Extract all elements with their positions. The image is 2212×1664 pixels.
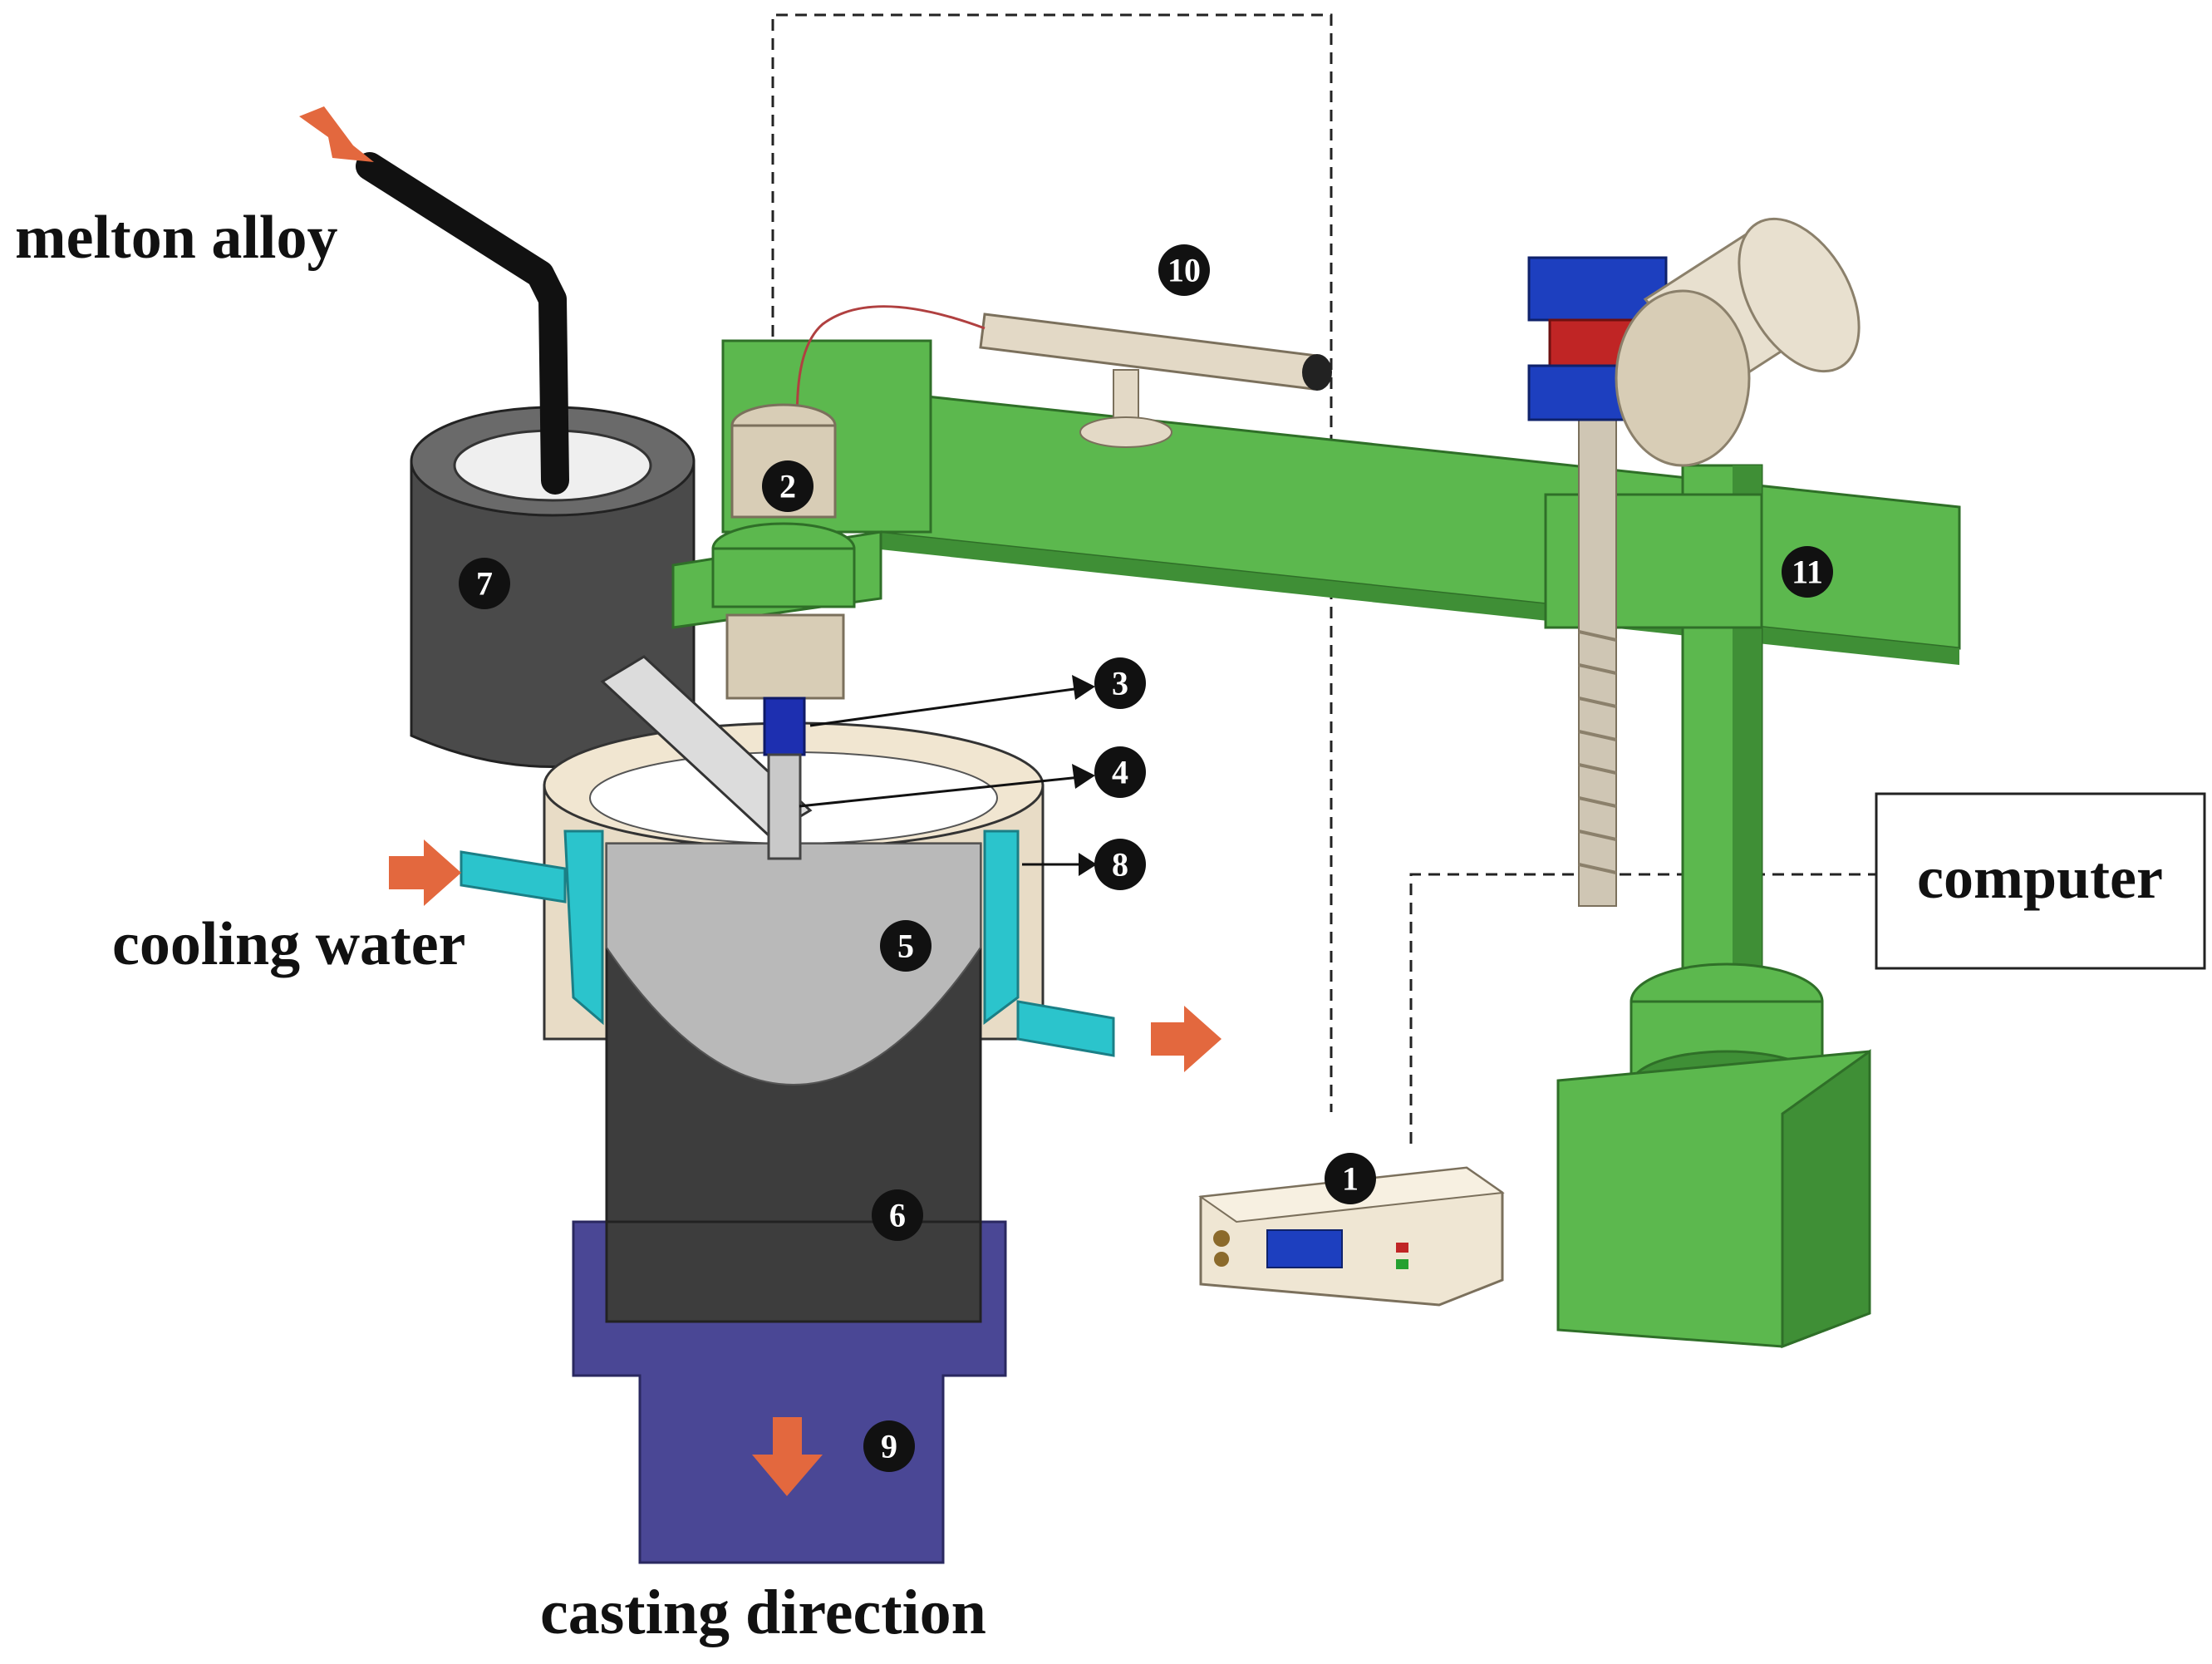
arrow-right-icon — [299, 106, 374, 162]
wire-thermocouple-to-controller — [771, 13, 1333, 1112]
marker-8-text: 8 — [1112, 846, 1128, 884]
radiator-rod — [767, 753, 802, 860]
marker-9 — [863, 1420, 915, 1472]
marker-1-text: 1 — [1342, 1160, 1359, 1198]
cooling-water-label: cooling water — [112, 910, 465, 978]
marker-10-text: 10 — [1167, 252, 1201, 289]
arrow-down-icon — [752, 1417, 823, 1496]
marker-11-text: 11 — [1792, 554, 1823, 591]
marker-2-text: 2 — [779, 468, 796, 505]
arrow-right-icon — [389, 839, 461, 906]
marker-4 — [1094, 746, 1146, 798]
flow-arrows — [299, 106, 1222, 1496]
marker-5-text: 5 — [897, 928, 914, 965]
casting-direction-label: casting direction — [540, 1578, 986, 1647]
cooling-water-inlet-pipe — [460, 850, 567, 903]
melt-feed-pipe — [356, 152, 569, 495]
ultrasonic-transducer — [711, 403, 856, 700]
marker-2 — [762, 460, 814, 512]
melton-alloy-label: melton alloy — [15, 204, 337, 272]
arrow-right-icon — [1151, 1006, 1222, 1072]
thermocouple — [795, 305, 1332, 448]
marker-4-text: 4 — [1112, 754, 1128, 791]
dummy-bottom-base — [572, 1220, 1007, 1564]
marker-7 — [459, 558, 510, 609]
marker-3-text: 3 — [1112, 665, 1128, 702]
markers: 1 2 3 4 5 6 7 8 9 10 11 — [459, 244, 1833, 1472]
ultrasonic-controller — [1198, 1166, 1505, 1307]
marker-6-text: 6 — [889, 1197, 906, 1234]
marker-8 — [1094, 839, 1146, 890]
support-frame — [671, 339, 1961, 1349]
cooling-water-outlet-pipe — [1016, 1000, 1115, 1057]
marker-10 — [1158, 244, 1210, 296]
marker-11 — [1782, 546, 1833, 598]
ultrasonic-booster — [763, 697, 806, 756]
marker-3 — [1094, 657, 1146, 709]
marker-6 — [872, 1189, 923, 1241]
marker-5 — [880, 920, 931, 972]
computer-label: computer — [1917, 844, 2163, 911]
marker-9-text: 9 — [881, 1428, 897, 1465]
motor — [1615, 217, 1861, 467]
marker-7-text: 7 — [476, 565, 493, 603]
computer-box — [1875, 792, 2206, 970]
leader-lines — [799, 675, 1097, 876]
marker-1 — [1325, 1153, 1376, 1204]
